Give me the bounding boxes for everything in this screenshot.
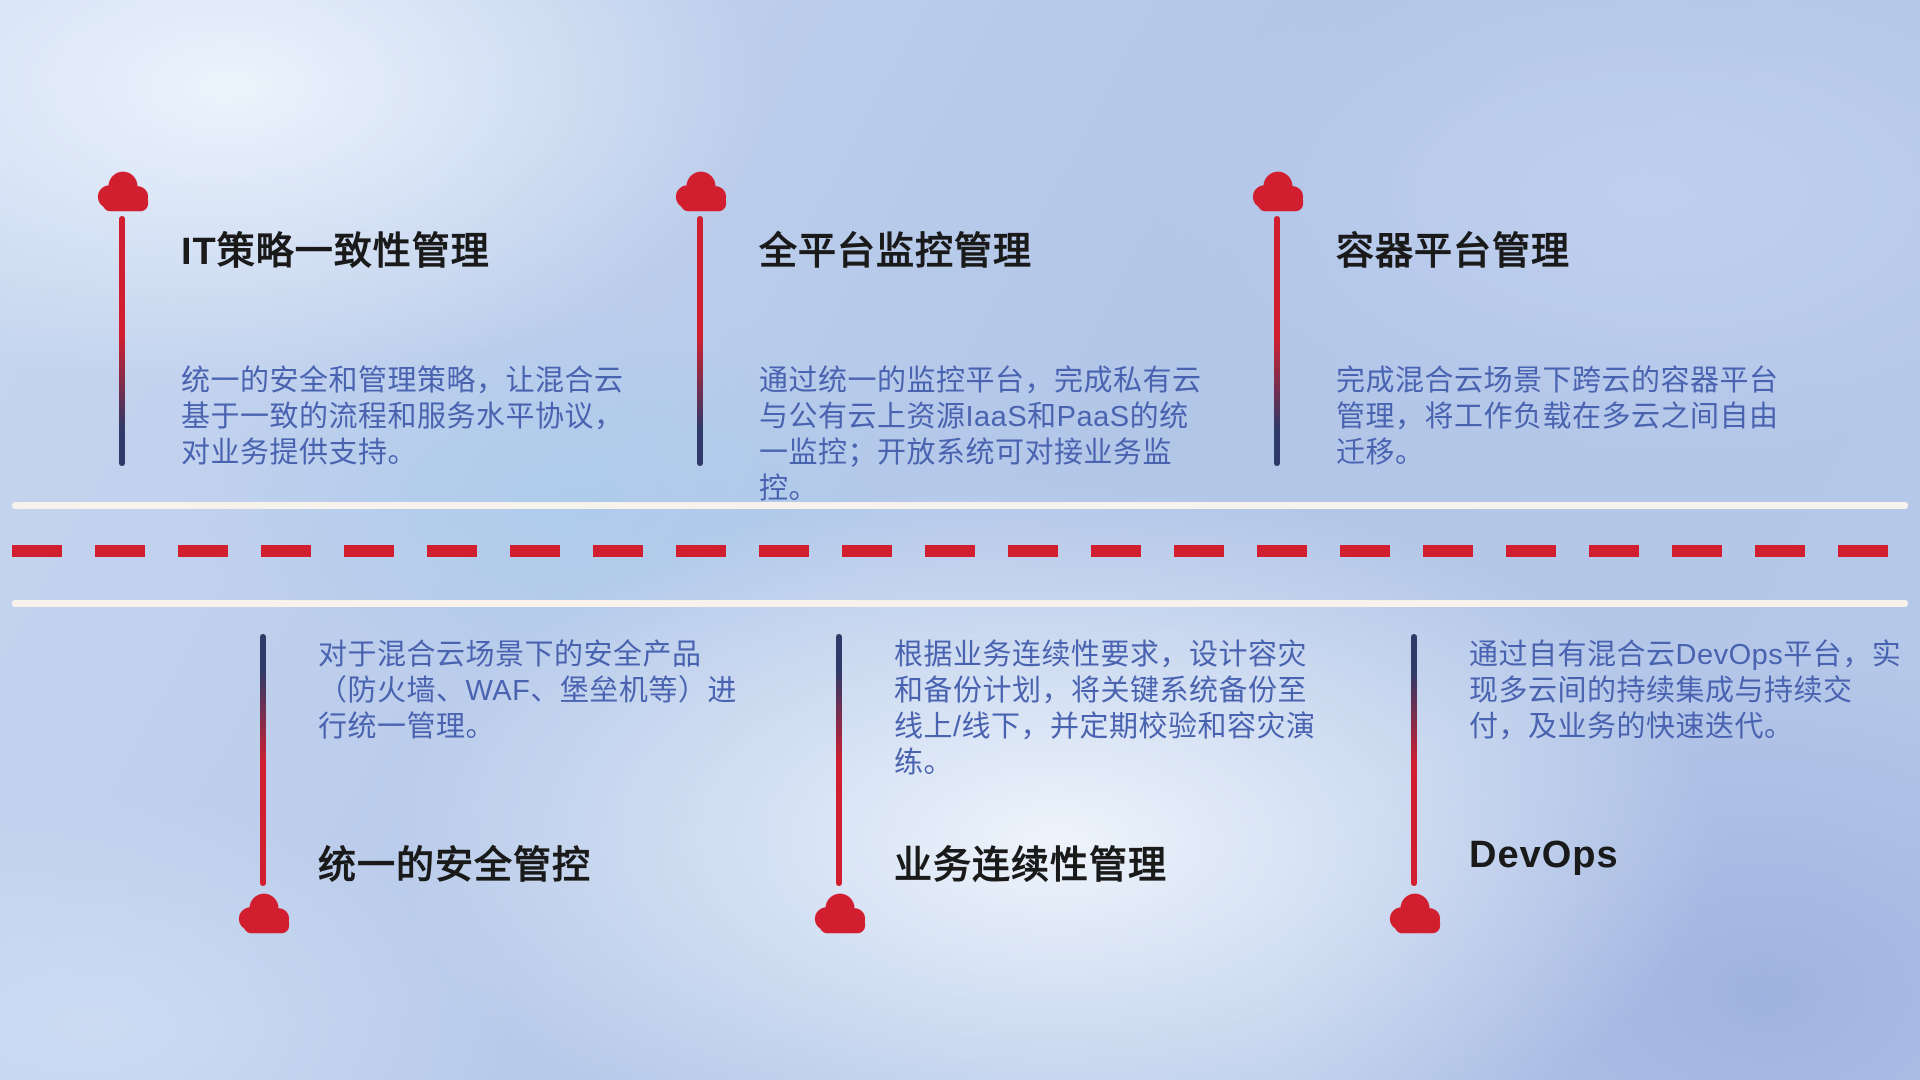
timeline-connector <box>1274 216 1280 466</box>
item-description: 完成混合云场景下跨云的容器平台管理，将工作负载在多云之间自由迁移。 <box>1336 365 1779 469</box>
item-description: 通过自有混合云DevOps平台，实现多云间的持续集成与持续交付，及业务的快速迭代… <box>1469 639 1902 743</box>
timeline-connector <box>836 634 842 886</box>
timeline-connector <box>697 216 703 466</box>
cloud-icon <box>235 892 293 934</box>
item-description: 对于混合云场景下的安全产品（防火墙、WAF、堡垒机等）进行统一管理。 <box>318 639 737 743</box>
timeline-connector <box>1411 634 1417 886</box>
item-title: IT策略一致性管理 <box>181 231 490 273</box>
cloud-icon <box>94 170 152 212</box>
road-line-bottom <box>12 600 1908 607</box>
item-description: 统一的安全和管理策略，让混合云基于一致的流程和服务水平协议，对业务提供支持。 <box>181 365 624 469</box>
cloud-icon <box>811 892 869 934</box>
item-title: 统一的安全管控 <box>318 845 592 887</box>
timeline-connector <box>260 634 266 886</box>
item-title: 业务连续性管理 <box>894 845 1168 887</box>
item-description: 通过统一的监控平台，完成私有云与公有云上资源IaaS和PaaS的统一监控；开放系… <box>759 365 1202 505</box>
item-title: 容器平台管理 <box>1336 231 1571 273</box>
road-line-top <box>12 502 1908 509</box>
item-description: 根据业务连续性要求，设计容灾和备份计划，将关键系统备份至线上/线下，并定期校验和… <box>894 639 1316 779</box>
item-title: 全平台监控管理 <box>759 231 1033 273</box>
item-title: DevOps <box>1469 834 1619 876</box>
timeline-connector <box>119 216 125 466</box>
cloud-icon <box>672 170 730 212</box>
cloud-icon <box>1386 892 1444 934</box>
road-dashed-line <box>12 545 1908 557</box>
cloud-icon <box>1249 170 1307 212</box>
